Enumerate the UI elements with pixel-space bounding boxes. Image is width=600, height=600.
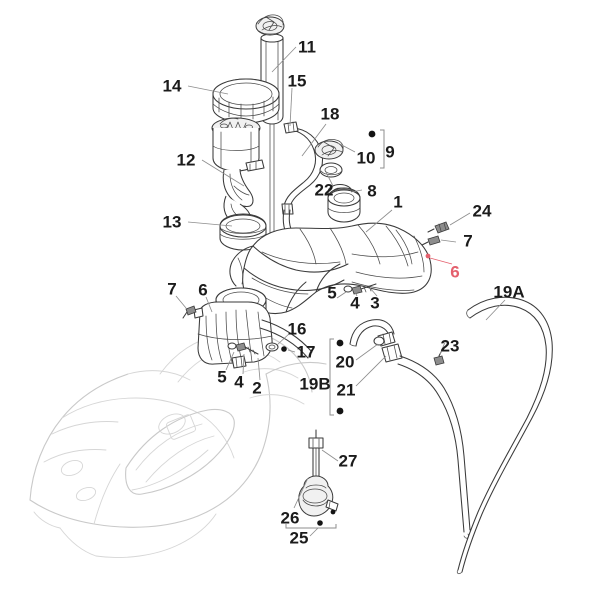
fuel-pump-assembly-part-12: [211, 117, 265, 227]
tank-filler-cup: [327, 187, 361, 223]
callout-label-6: 6: [450, 262, 460, 282]
callout-label-6: 6: [198, 280, 208, 300]
callout-label-4: 4: [350, 293, 360, 313]
connector-part-21-marker: [336, 407, 344, 415]
clip-part-7-right: [421, 235, 441, 246]
callout-label-19b: 19B: [299, 374, 331, 394]
clamp-part-16: [265, 342, 279, 352]
left-reservoir: [193, 287, 313, 369]
callout-label-10: 10: [356, 148, 376, 168]
callout-label-26: 26: [280, 508, 300, 528]
callout-label-3: 3: [370, 293, 380, 313]
callout-label-23: 23: [440, 336, 460, 356]
callout-label-27: 27: [338, 451, 358, 471]
callout-label-2: 2: [252, 378, 262, 398]
callout-label-19a: 19A: [493, 282, 525, 302]
breather-pipe-part-15: [269, 123, 275, 247]
hose-part-19A: [456, 296, 553, 575]
fastener-group-right: [343, 283, 377, 295]
callout-label-22: 22: [314, 180, 334, 200]
clip-part-7-left: [182, 305, 197, 319]
callout-label-1: 1: [393, 192, 403, 212]
callout-label-15: 15: [287, 71, 307, 91]
callout-label-17: 17: [296, 342, 316, 362]
stud-part-17-marker: [281, 346, 287, 352]
callout-label-7: 7: [167, 279, 177, 299]
flange-ring-part-13: [219, 213, 267, 251]
callout-label-21: 21: [336, 380, 356, 400]
callout-label-13: 13: [162, 212, 182, 232]
lock-ring-part-14: [212, 78, 280, 124]
callout-label-18: 18: [320, 104, 340, 124]
leader-lines: [175, 46, 506, 537]
filler-cap-top: [255, 14, 285, 36]
fuel-cap-part-10-marker: [368, 130, 376, 138]
bracket-part-25: [285, 524, 337, 529]
grommet-part-6-marker: [425, 253, 431, 259]
fuel-cap-part-10: [314, 139, 344, 160]
bracket-part-19B: [329, 338, 344, 416]
callout-label-20: 20: [335, 352, 355, 372]
gasket-part-22: [319, 162, 343, 178]
vent-hose-part-18: [281, 121, 324, 241]
callout-label-5: 5: [327, 283, 337, 303]
callout-label-5: 5: [217, 367, 227, 387]
connector-part-20-marker: [336, 339, 344, 347]
fuel-tank-part-1: [229, 222, 432, 315]
valve-part-25-marker: [317, 520, 323, 526]
callout-label-14: 14: [162, 76, 182, 96]
callout-label-11: 11: [298, 37, 316, 57]
screw-part-24: [427, 221, 450, 234]
callout-label-8: 8: [367, 181, 377, 201]
bracket-part-9: [368, 129, 385, 169]
fastener-group-left: [227, 342, 259, 355]
callout-label-12: 12: [176, 150, 196, 170]
callout-label-16: 16: [287, 319, 307, 339]
callout-label-4: 4: [234, 372, 244, 392]
callout-label-25: 25: [289, 528, 309, 548]
hose-part-19B: [349, 319, 471, 539]
valve-assembly-part-25: [298, 429, 339, 517]
callout-label-7: 7: [463, 231, 473, 251]
callout-label-24: 24: [472, 201, 492, 221]
callout-label-9: 9: [385, 142, 395, 162]
